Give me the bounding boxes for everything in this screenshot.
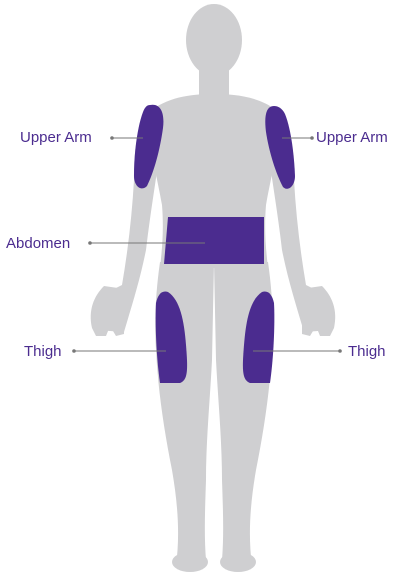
leader-dot-upper-arm-right bbox=[310, 136, 314, 140]
abdomen-site bbox=[164, 217, 264, 264]
left-hand bbox=[91, 286, 126, 336]
leader-dot-upper-arm-left bbox=[110, 136, 114, 140]
right-foot bbox=[220, 552, 256, 572]
upper-arm-left-label: Upper Arm bbox=[20, 129, 92, 147]
right-hand bbox=[300, 286, 335, 336]
head bbox=[186, 4, 242, 76]
leader-dot-thigh-left bbox=[72, 349, 76, 353]
abdomen-label: Abdomen bbox=[6, 235, 70, 253]
leader-dot-thigh-right bbox=[338, 349, 342, 353]
upper-arm-right-label: Upper Arm bbox=[316, 129, 388, 147]
body-silhouette bbox=[91, 4, 336, 572]
thigh-left-label: Thigh bbox=[24, 343, 62, 361]
leader-dot-abdomen bbox=[88, 241, 92, 245]
thigh-right-label: Thigh bbox=[348, 343, 386, 361]
left-foot bbox=[172, 552, 208, 572]
